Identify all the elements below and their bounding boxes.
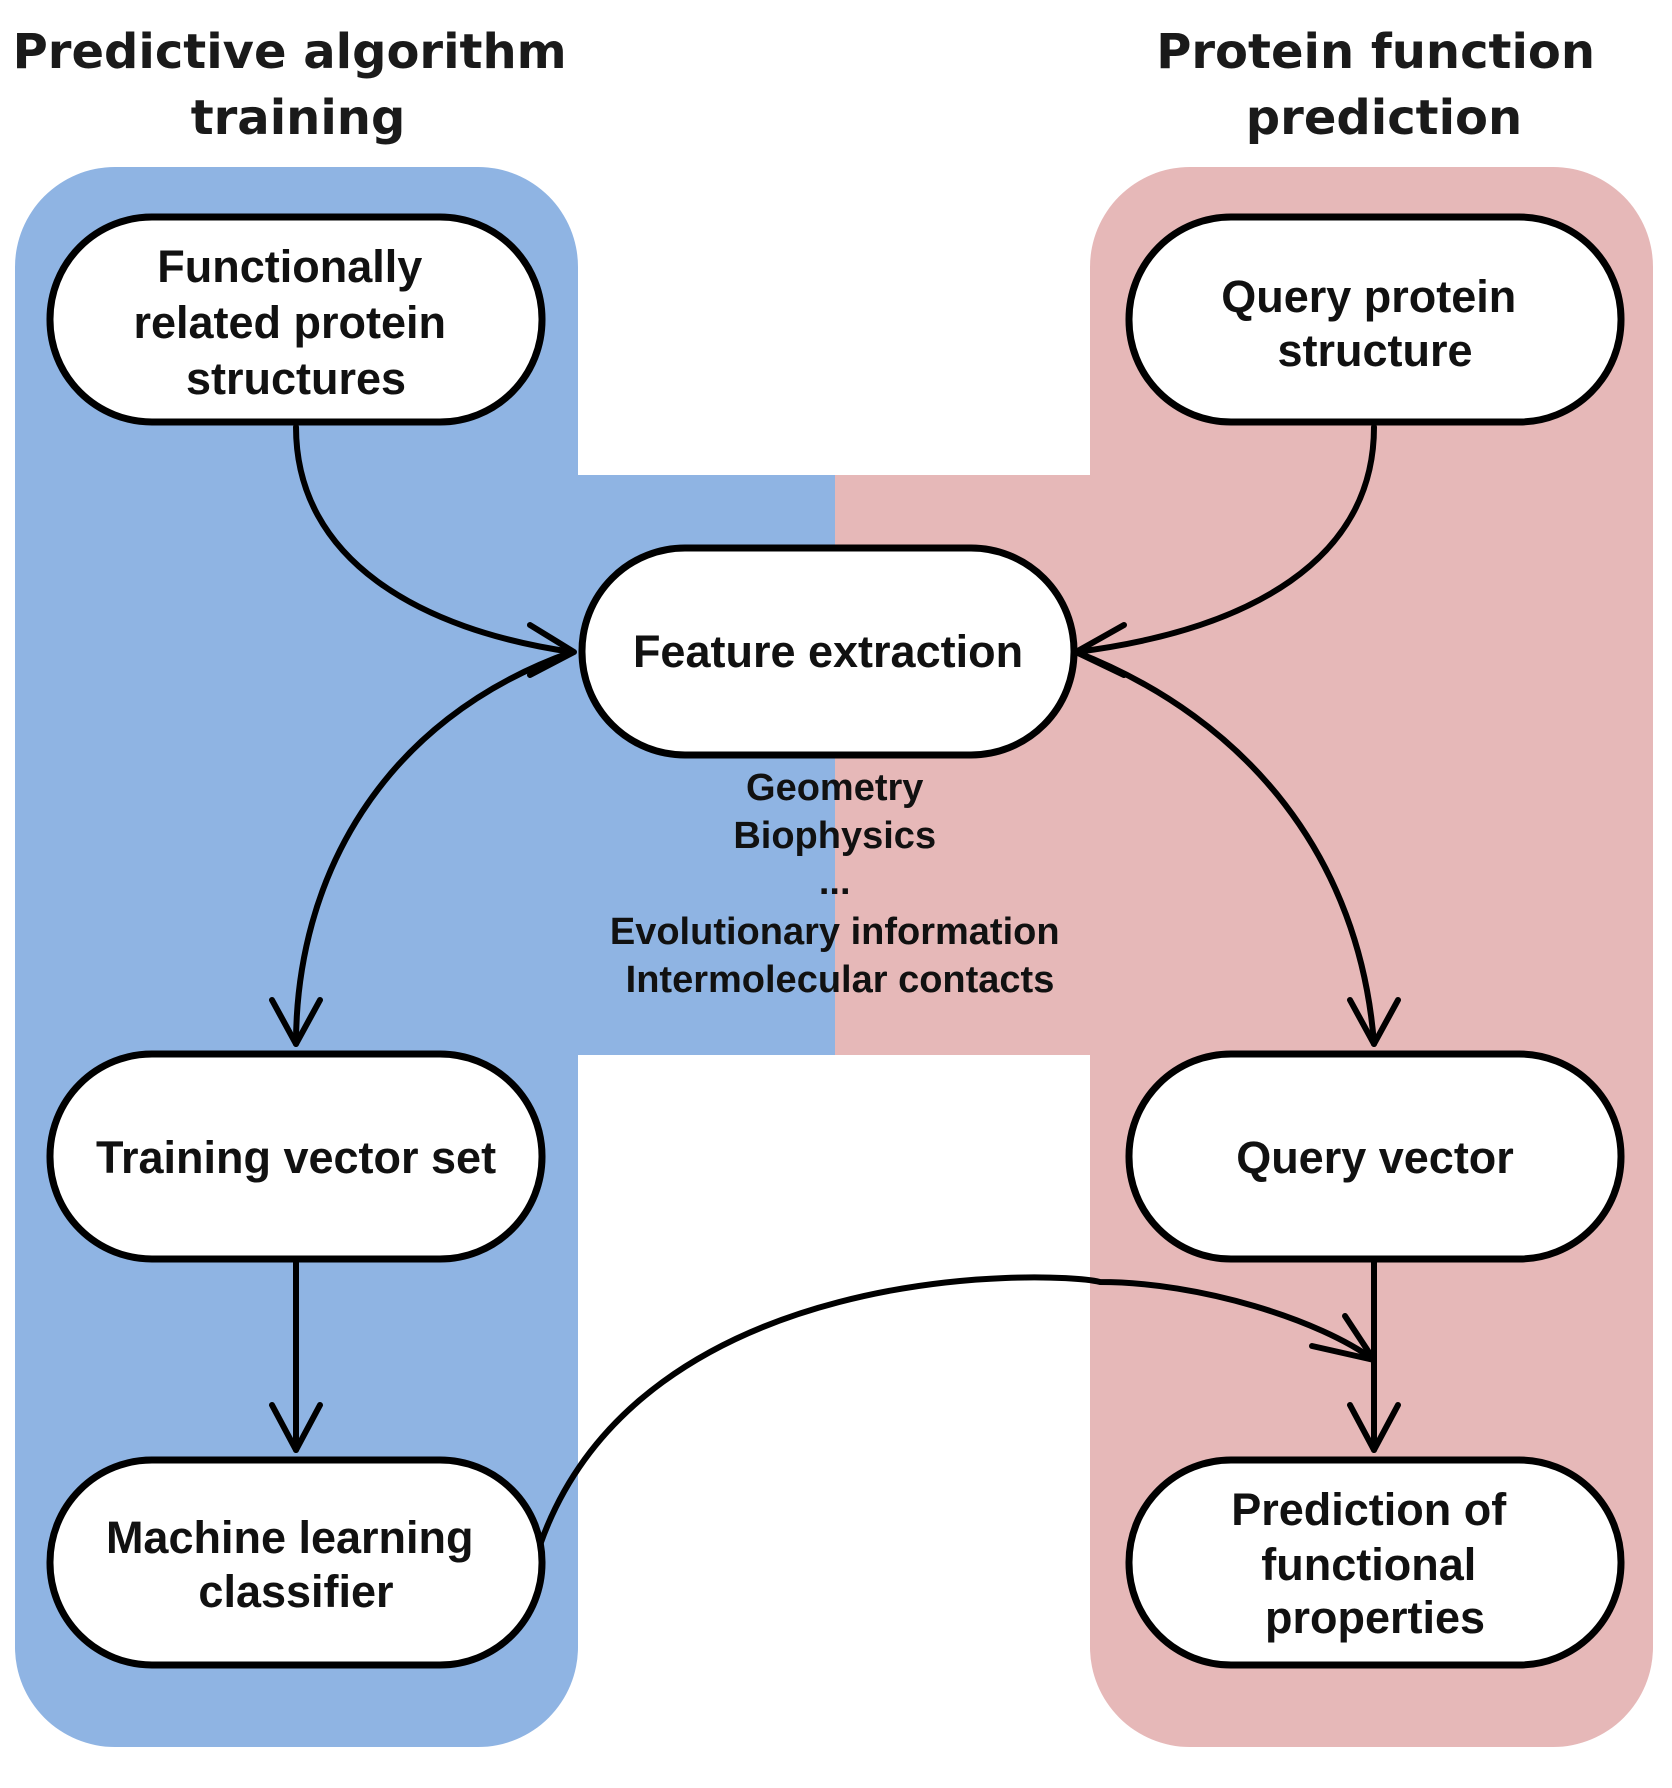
arrow-related-to-feature bbox=[293, 424, 575, 655]
node-query-vector: Query vector bbox=[1125, 1050, 1625, 1263]
feature-list-text: Geometry Biophysics ... Evolutionary inf… bbox=[610, 767, 1070, 1001]
arrowhead-classifier-arc bbox=[1309, 1313, 1377, 1363]
node-feature-extraction-shape bbox=[578, 544, 1078, 759]
arrow-classifier-to-prediction bbox=[537, 1274, 1377, 1548]
node-related-structures: Functionally related protein structures bbox=[46, 213, 546, 426]
background-panels bbox=[15, 167, 1653, 1747]
edges bbox=[269, 424, 1401, 1548]
node-ml-classifier-line-1: Machine learning bbox=[106, 1512, 474, 1563]
node-prediction: Prediction of functional properties bbox=[1125, 1456, 1625, 1669]
node-prediction-label: Prediction of functional properties bbox=[1231, 1484, 1519, 1643]
feature-item-intermolecular: Intermolecular contacts bbox=[626, 959, 1055, 1001]
feature-item-biophysics: Biophysics bbox=[733, 815, 936, 857]
node-ml-classifier-label: Machine learning classifier bbox=[106, 1512, 486, 1617]
arrowhead-classifier bbox=[269, 1402, 323, 1453]
node-query-vector-shape bbox=[1125, 1050, 1625, 1263]
node-feature-extraction-label: Feature extraction bbox=[633, 626, 1023, 677]
node-prediction-line-3: properties bbox=[1265, 1592, 1485, 1643]
node-ml-classifier: Machine learning classifier bbox=[46, 1456, 546, 1669]
arrowhead-training-vector bbox=[269, 997, 323, 1047]
arrowhead-query-vector bbox=[1347, 997, 1401, 1047]
node-training-vector-set-label: Training vector set bbox=[96, 1132, 496, 1183]
arrow-feature-to-query-vector bbox=[1073, 649, 1377, 1047]
node-related-structures-label: Functionally related protein structures bbox=[133, 241, 458, 404]
node-query-structure-label: Query protein structure bbox=[1221, 271, 1529, 376]
node-training-vector-set: Training vector set bbox=[46, 1050, 546, 1263]
feature-item-evolutionary: Evolutionary information bbox=[610, 911, 1060, 953]
training-panel-title: Predictive algorithm training bbox=[13, 24, 584, 146]
prediction-panel-title: Protein function prediction bbox=[1156, 24, 1612, 146]
node-prediction-line-1: Prediction of bbox=[1231, 1484, 1507, 1535]
feature-list: Geometry Biophysics ... Evolutionary inf… bbox=[610, 767, 1070, 1001]
node-query-structure-line-1: Query protein bbox=[1221, 271, 1516, 322]
prediction-title-line-2: prediction bbox=[1246, 90, 1522, 146]
arrow-feature-to-training-vector bbox=[293, 649, 575, 1047]
node-feature-extraction: Feature extraction bbox=[578, 544, 1078, 759]
training-title-line-1: Predictive algorithm bbox=[13, 24, 567, 80]
node-training-vector-set-line-1: Training vector set bbox=[96, 1132, 496, 1183]
node-query-vector-label: Query vector bbox=[1236, 1132, 1514, 1183]
prediction-panel-background bbox=[1090, 167, 1653, 1747]
node-related-structures-line-2: related protein bbox=[133, 297, 446, 348]
node-query-vector-line-1: Query vector bbox=[1236, 1132, 1514, 1183]
node-related-structures-line-3: structures bbox=[186, 353, 406, 404]
node-query-structure: Query protein structure bbox=[1125, 213, 1625, 426]
node-prediction-line-2: functional bbox=[1261, 1539, 1476, 1590]
node-ml-classifier-shape bbox=[46, 1456, 546, 1669]
node-query-structure-line-2: structure bbox=[1277, 325, 1472, 376]
node-prediction-shape bbox=[1125, 1456, 1625, 1669]
feature-item-ellipsis: ... bbox=[819, 861, 851, 903]
node-related-structures-line-1: Functionally bbox=[157, 241, 422, 292]
training-title-line-2: training bbox=[191, 90, 406, 146]
feature-item-geometry: Geometry bbox=[746, 767, 923, 809]
node-query-structure-shape bbox=[1125, 213, 1625, 426]
arrowhead-prediction bbox=[1347, 1402, 1401, 1453]
node-related-structures-shape bbox=[46, 213, 546, 426]
arrow-query-to-feature bbox=[1073, 424, 1377, 655]
prediction-title-line-1: Protein function bbox=[1156, 24, 1595, 80]
training-panel-background bbox=[15, 167, 578, 1747]
node-ml-classifier-line-2: classifier bbox=[198, 1566, 393, 1617]
node-feature-extraction-line-1: Feature extraction bbox=[633, 626, 1023, 677]
node-training-vector-set-shape bbox=[46, 1050, 546, 1263]
